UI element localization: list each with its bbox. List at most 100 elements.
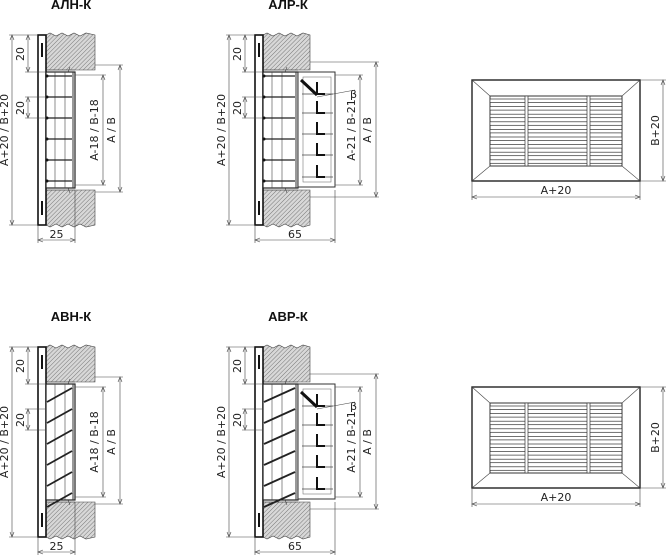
height-dim-arrows: [660, 386, 666, 489]
louver-blade: [263, 429, 296, 445]
wall-top: [45, 344, 96, 383]
height-label: B+20: [649, 422, 662, 453]
inner-size-label: A-21 / B-21: [345, 411, 358, 472]
front-view-2: B+20A+20: [471, 386, 666, 507]
louver-blade: [46, 492, 73, 508]
front-blade: [489, 458, 623, 464]
louver-blade: [46, 387, 73, 403]
front-blade: [489, 151, 623, 157]
front-blade: [489, 144, 623, 149]
front-blade: [489, 451, 623, 456]
damper-blade: [316, 101, 325, 114]
louver-blade: [263, 471, 296, 487]
frame-flange: [37, 346, 47, 538]
depth-size-label: 25: [50, 228, 64, 241]
inner-size-label: A-18 / B-18: [88, 99, 101, 160]
front-blade: [489, 443, 623, 448]
front-rib: [586, 95, 591, 167]
width-label: A+20: [541, 491, 572, 504]
blade-pivot: [45, 158, 49, 162]
front-blade: [489, 98, 623, 103]
pitch-size-label: 20: [231, 101, 244, 115]
damper-blade: [316, 434, 325, 447]
edge-size-label: 20: [14, 47, 27, 61]
edge-size-label: 20: [231, 47, 244, 61]
front-blade: [489, 466, 623, 471]
frame-slot: [41, 513, 43, 527]
louver-blade: [46, 408, 73, 424]
wall-bottom: [45, 501, 96, 540]
overall-size-label: A+20 / B+20: [0, 406, 11, 478]
front-blade: [489, 129, 623, 134]
louver-blade: [263, 492, 296, 508]
louver-body: [262, 71, 299, 189]
front-blade: [489, 113, 623, 119]
wall-top: [262, 32, 311, 71]
blade-pivot: [45, 95, 49, 99]
overall-size-label: A+20 / B+20: [215, 406, 228, 478]
front-blade: [489, 436, 623, 441]
wall-top: [45, 32, 96, 71]
front-blade: [489, 159, 623, 164]
width-arrows: [471, 194, 641, 200]
louver-blade: [263, 408, 296, 424]
width-label: A+20: [541, 184, 572, 197]
louver-blade: [46, 450, 73, 466]
overall-size-label: A+20 / B+20: [0, 94, 11, 166]
outer-size-label: A / B: [105, 429, 118, 455]
depth-arrows: [254, 549, 336, 555]
blade-pivot: [262, 137, 266, 141]
front-blade: [489, 428, 623, 433]
blade-pivot: [45, 179, 49, 183]
damper-blade: [316, 122, 325, 135]
blade-pivot: [262, 95, 266, 99]
wall-top: [262, 344, 311, 383]
louver-blade: [46, 429, 73, 445]
frame-miters: [471, 79, 641, 182]
frame-flange: [254, 34, 264, 226]
angle-leader: [316, 89, 356, 98]
louver-blade: [46, 471, 73, 487]
inner-size-label: A-18 / B-18: [88, 411, 101, 472]
depth-arrows: [37, 237, 76, 243]
wall-bottom: [262, 501, 311, 540]
front-rib: [524, 402, 529, 474]
section-title: АЛН-К: [51, 0, 91, 12]
rear-damper: [297, 71, 356, 188]
pitch-size-label: 20: [231, 413, 244, 427]
frame-slot: [41, 355, 43, 369]
height-label: B+20: [649, 115, 662, 146]
pitch-size-label: 20: [14, 101, 27, 115]
blade-pivot: [262, 158, 266, 162]
section-title: АВН-К: [51, 309, 91, 324]
frame-slot: [258, 513, 260, 527]
rear-damper: [297, 383, 356, 500]
angle-leader: [316, 401, 356, 410]
damper-inner: [302, 388, 332, 495]
adjusting-lever: [299, 390, 319, 409]
damper-blade: [316, 413, 325, 426]
outer-size-label: A / B: [361, 117, 374, 143]
front-blade: [489, 121, 623, 126]
front-blade: [489, 136, 623, 141]
edge-size-label: 20: [231, 359, 244, 373]
section-title: АЛР-К: [268, 0, 308, 12]
front-rib: [586, 402, 591, 474]
damper-blade: [316, 165, 325, 178]
louver-blade: [263, 450, 296, 466]
angle-beta-label: β: [350, 88, 357, 101]
damper-blade: [316, 143, 325, 156]
blade-pivot: [262, 179, 266, 183]
outer-size-label: A / B: [105, 117, 118, 143]
depth-arrows: [37, 549, 76, 555]
frame-slot: [258, 43, 260, 57]
blade-pivot: [45, 137, 49, 141]
width-arrows: [471, 501, 641, 507]
damper-blade: [316, 455, 325, 468]
frame-slot: [258, 201, 260, 215]
louver-blade: [263, 387, 296, 403]
